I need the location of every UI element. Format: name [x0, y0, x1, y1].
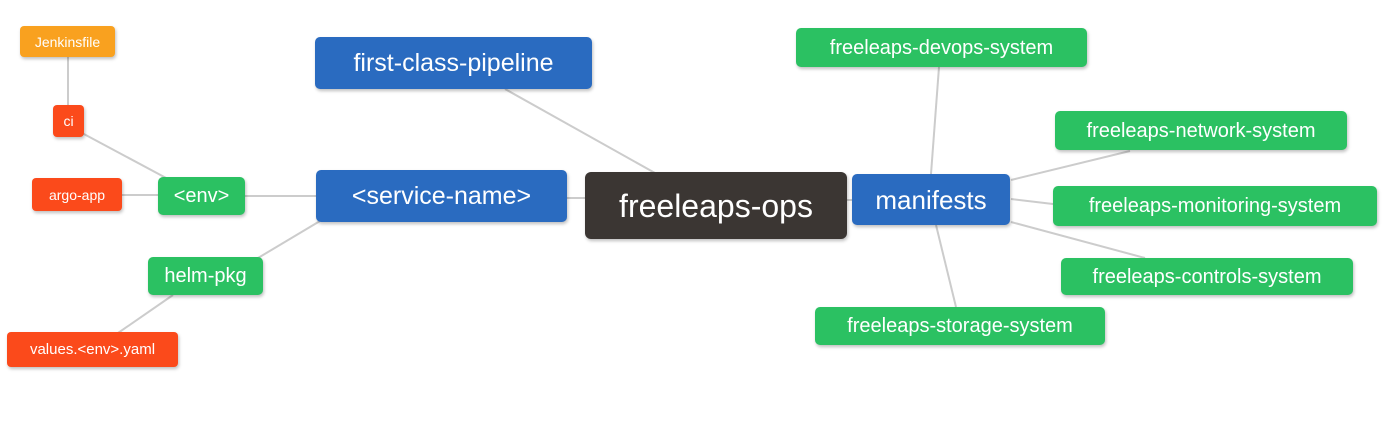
node-env[interactable]: <env>	[158, 177, 245, 215]
node-freeleaps-controls-system[interactable]: freeleaps-controls-system	[1061, 258, 1353, 295]
edge-manifests-monitoring	[1010, 198, 1054, 205]
edge-pipeline-ops	[504, 88, 656, 174]
node-service-name[interactable]: <service-name>	[316, 170, 567, 222]
edge-values-helm-pkg	[117, 294, 174, 334]
edge-manifests-storage	[935, 224, 957, 308]
node-first-class-pipeline[interactable]: first-class-pipeline	[315, 37, 592, 89]
node-freeleaps-ops[interactable]: freeleaps-ops	[585, 172, 847, 239]
node-freeleaps-devops-system[interactable]: freeleaps-devops-system	[796, 28, 1087, 67]
node-argo-app[interactable]: argo-app	[32, 178, 122, 211]
edge-manifests-network	[1010, 150, 1131, 181]
node-helm-pkg[interactable]: helm-pkg	[148, 257, 263, 295]
node-manifests[interactable]: manifests	[852, 174, 1010, 225]
node-freeleaps-monitoring-system[interactable]: freeleaps-monitoring-system	[1053, 186, 1377, 226]
node-freeleaps-network-system[interactable]: freeleaps-network-system	[1055, 111, 1347, 150]
edge-manifests-devops	[930, 66, 940, 175]
edge-manifests-controls	[1010, 221, 1146, 259]
node-freeleaps-storage-system[interactable]: freeleaps-storage-system	[815, 307, 1105, 345]
node-values-env-yaml[interactable]: values.<env>.yaml	[7, 332, 178, 367]
node-ci[interactable]: ci	[53, 105, 84, 137]
edge-ci-env	[81, 132, 169, 180]
edge-helm-pkg-service-name	[257, 220, 321, 259]
node-jenkinsfile[interactable]: Jenkinsfile	[20, 26, 115, 57]
